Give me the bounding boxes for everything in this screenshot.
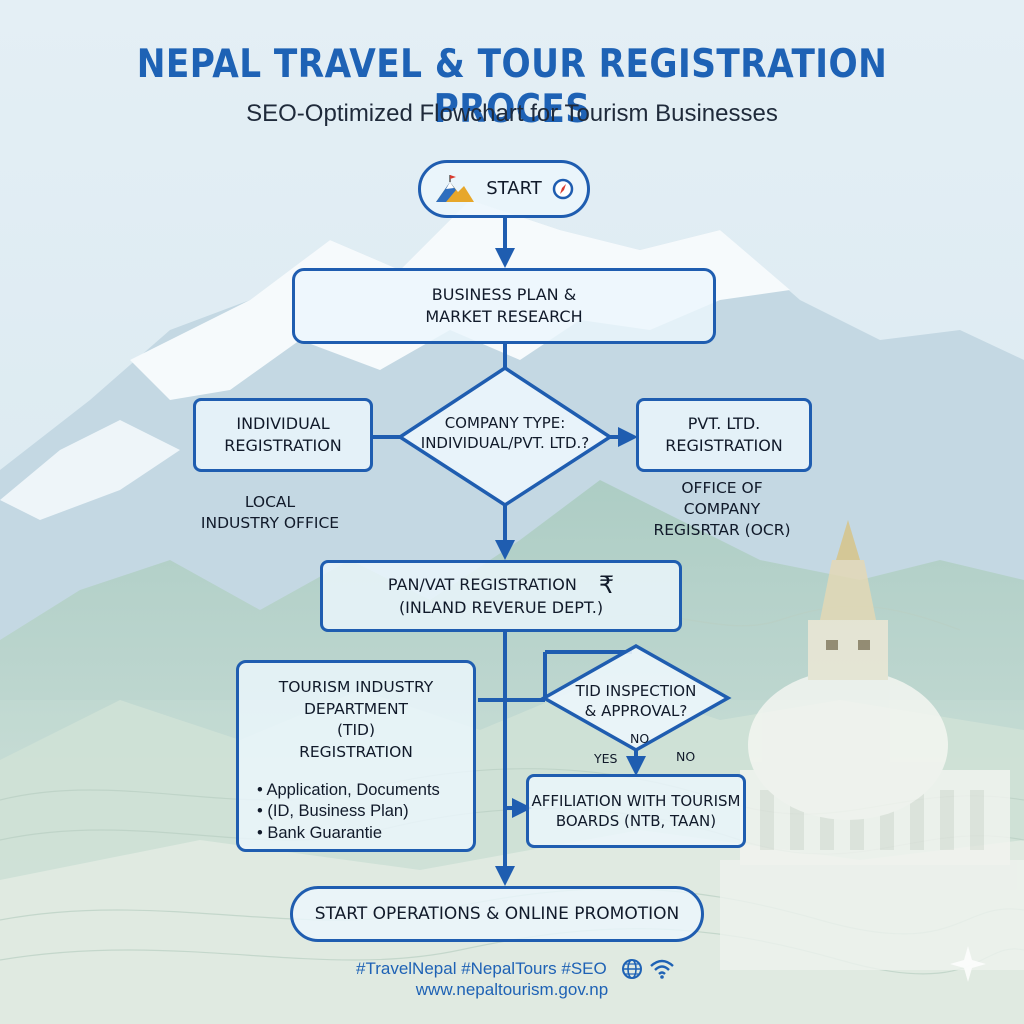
edge-label-no-2: NO [676,749,696,764]
tid-head-line1: TOURISM INDUSTRY DEPARTMENT [278,678,434,718]
tid-registration-node: TOURISM INDUSTRY DEPARTMENT (TID) REGIST… [236,660,476,852]
rupee-icon: ₹ [598,571,615,600]
local-office-line1: LOCAL [244,493,296,511]
page-title: NEPAL TRAVEL & TOUR REGISTRATION PROCES [136,42,888,132]
footer-url: www.nepaltourism.gov.np [415,980,609,999]
ocr-line3: REGISRTAR (OCR) [653,520,791,539]
pvt-ltd-line1: PVT. LTD. [687,414,761,434]
business-plan-line2: MARKET RESEARCH [425,307,583,326]
tid-inspection-line2: & APPROVAL? [584,702,688,721]
start-node: START [418,160,590,218]
tid-head-line2: (TID) [336,721,376,740]
mountain-icon [436,175,475,202]
page-subtitle: SEO-Optimized Flowchart for Tourism Busi… [246,100,778,127]
business-plan-line1: BUSINESS PLAN & [431,285,577,305]
pvt-ltd-registration-node: PVT. LTD. REGISTRATION [636,398,812,472]
local-office-line2: INDUSTRY OFFICE [200,513,340,532]
company-type-line2: INDIVIDUAL/PVT. LTD.? [420,434,590,453]
individual-registration-node: INDIVIDUAL REGISTRATION [193,398,373,472]
ocr-label: OFFICE OF COMPANY REGISRTAR (OCR) [642,478,802,541]
tid-head-line3: REGISTRATION [299,743,413,762]
company-type-line1: COMPANY TYPE: [444,414,566,432]
start-operations-label: START OPERATIONS & ONLINE PROMOTION [314,903,680,924]
pan-vat-line1: PAN/VAT REGISTRATION [387,575,577,595]
tid-inspection-line1: TID INSPECTION [575,682,697,700]
individual-line1: INDIVIDUAL [236,414,330,434]
footer-hashtags: #TravelNepal #NepalTours #SEO [356,959,607,978]
individual-line2: REGISTRATION [224,436,342,455]
footer-hashtags-row: #TravelNepal #NepalTours #SEO [356,958,675,980]
affiliation-node: AFFILIATION WITH TOURISM BOARDS (NTB, TA… [526,774,746,848]
local-industry-office-label: LOCAL INDUSTRY OFFICE [180,492,360,534]
tid-item-id: (ID, Business Plan) [257,801,473,822]
ocr-line1: OFFICE OF [681,479,763,497]
compass-icon [552,178,574,200]
tid-inspection-label: TID INSPECTION & APPROVAL? [560,681,712,722]
pan-vat-line2: (INLAND REVERUE DEPT.) [398,598,604,618]
pan-vat-node: PAN/VAT REGISTRATION ₹ (INLAND REVERUE D… [320,560,682,632]
globe-icon [621,959,642,979]
start-label: START [486,177,542,199]
ocr-line2: COMPANY [683,499,761,518]
affiliation-line2: BOARDS (NTB, TAAN) [555,812,717,830]
affiliation-line1: AFFILIATION WITH TOURISM [531,791,741,810]
tid-item-application: Application, Documents [257,780,473,801]
business-plan-node: BUSINESS PLAN & MARKET RESEARCH [292,268,716,344]
company-type-label: COMPANY TYPE: INDIVIDUAL/PVT. LTD.? [405,413,605,454]
edge-label-no-1: NO [630,731,650,746]
pvt-ltd-line2: REGISTRATION [665,436,783,455]
wifi-icon [649,959,674,979]
tid-requirements-list: Application, Documents (ID, Business Pla… [257,780,473,844]
edge-label-yes: YES [594,751,618,766]
start-operations-node: START OPERATIONS & ONLINE PROMOTION [290,886,704,942]
tid-item-bank: Bank Guarantie [257,823,473,844]
tid-heading: TOURISM INDUSTRY DEPARTMENT (TID) REGIST… [239,677,473,764]
